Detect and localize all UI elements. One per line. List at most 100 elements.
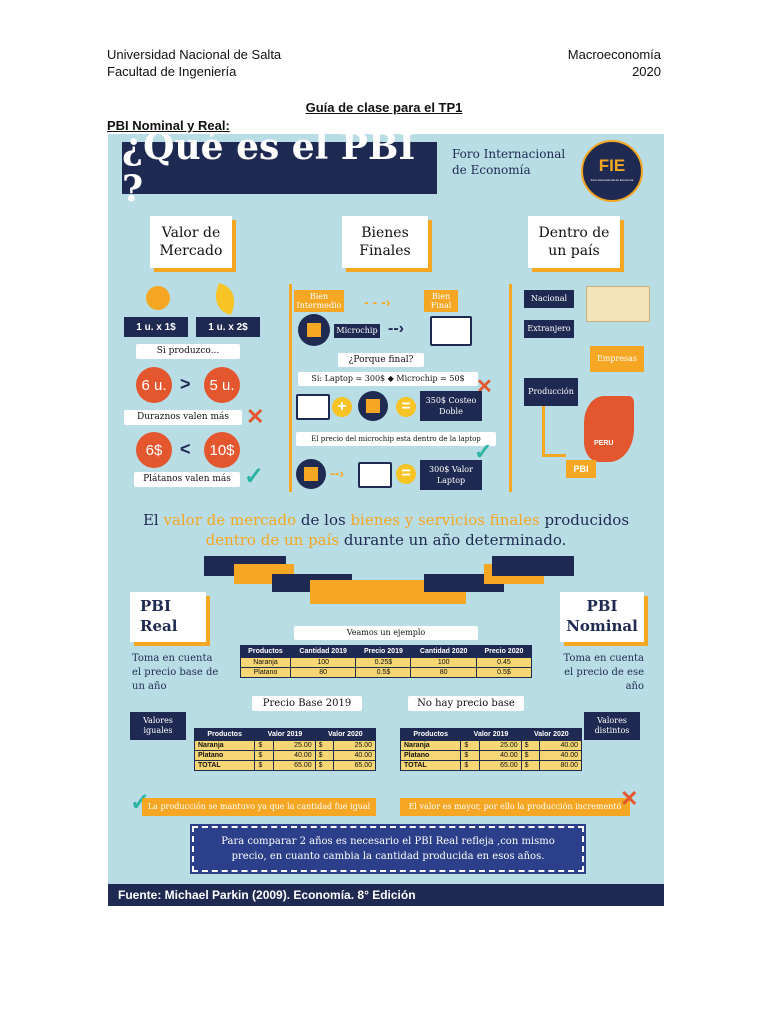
table-cell: 0.45 (475, 657, 533, 668)
table-cell: $ (254, 740, 274, 751)
university-name: Universidad Nacional de Salta (107, 47, 282, 62)
table-cell: 0.5$ (475, 667, 533, 678)
flow-line-2 (542, 454, 566, 457)
table-cell: 0.25$ (355, 657, 412, 668)
precio-dentro-laptop: El precio del microchip esta dentro de l… (296, 432, 496, 446)
table-cell: 100 (289, 657, 357, 668)
table-cell: Platano (193, 750, 256, 761)
table-cell: $ (254, 760, 274, 771)
main-title: ¿Qué es el PBI ? (122, 134, 437, 210)
laptop-icon (430, 316, 472, 346)
laptop-icon-2 (296, 394, 330, 420)
table-cell: Naranja (193, 740, 256, 751)
table-cell: 80.00 (539, 760, 582, 771)
valores-distintos-badge: Valores distintos (584, 712, 640, 740)
pbi-definition: El valor de mercado de los bienes y serv… (118, 510, 654, 550)
table-cell: $ (520, 760, 541, 771)
table-header-cell: Cantidad 2019 (289, 645, 357, 658)
nacional-label: Nacional (524, 290, 574, 308)
value-banana: 10$ (204, 432, 240, 468)
table-header-cell: Precio 2019 (355, 645, 412, 658)
subject-name: Macroeconomía (567, 47, 661, 62)
table-header-cell: Precio 2020 (475, 645, 533, 658)
table-cell: $ (314, 740, 335, 751)
laptop-icon-3 (358, 462, 392, 488)
table-header-cell: Valor 2020 (520, 728, 583, 741)
equals-icon: = (396, 397, 416, 417)
definition-text-3: producidos (539, 511, 630, 529)
bien-intermedio-label: Bien Intermedio (294, 290, 344, 312)
table-cell: Platano (399, 750, 462, 761)
table-cell: 40.00 (539, 750, 582, 761)
bien-final-label: Bien Final (424, 290, 458, 312)
pbi-nominal-card: PBI Nominal (560, 592, 644, 642)
check-icon-2: ✓ (474, 439, 493, 464)
qty-operator: > (180, 374, 191, 394)
table-cell: 40.00 (478, 750, 522, 761)
table-cell: TOTAL (193, 760, 256, 771)
qty-banana: 5 u. (204, 367, 240, 403)
empresas-label: Empresas (590, 346, 644, 372)
logo-subtext: Foro Internacional de Economía (590, 178, 634, 182)
table-header-cell: Valor 2020 (314, 728, 377, 741)
table-row: TOTAL$65.00$65.00 (193, 760, 376, 771)
peru-label: PERU (594, 440, 614, 447)
extranjero-label: Extranjero (524, 320, 574, 338)
valores-iguales-badge: Valores iguales (130, 712, 186, 740)
precio-base-2019: Precio Base 2019 (252, 696, 362, 711)
definition-text-2: de los (296, 511, 351, 529)
table-cell: $ (460, 750, 480, 761)
table-cell: 65.00 (333, 760, 376, 771)
guide-title: Guía de clase para el TP1 (305, 100, 463, 115)
fie-logo: FIE Foro Internacional de Economía (581, 140, 643, 202)
real-note: La producción se mantuvo ya que la canti… (142, 798, 376, 816)
price-peach: 1 u. x 1$ (124, 317, 188, 337)
microchip-icon-3 (296, 459, 326, 489)
table-header-cell: Cantidad 2020 (410, 645, 477, 658)
table-cell: $ (314, 760, 335, 771)
duraznos-valen-mas: Duraznos valen más (124, 410, 242, 425)
pbi-real-desc: Toma en cuenta el precio base de un año (132, 653, 219, 692)
microchip-icon-2 (358, 391, 388, 421)
buildings-icon (586, 286, 650, 322)
table-cell: 40.00 (272, 750, 316, 761)
arrow-right-icon-2: --› (330, 465, 344, 481)
definition-highlight-3: dentro de un país (205, 531, 340, 549)
table-cell: 40.00 (333, 750, 376, 761)
equals-icon-2: = (396, 464, 416, 484)
veamos-un-ejemplo: Veamos un ejemplo (294, 626, 478, 640)
banana-icon (210, 283, 240, 315)
table-cell: $ (460, 760, 480, 771)
table-row: Naranja$25.00$40.00 (399, 740, 582, 751)
table-cell: 0.5$ (355, 667, 412, 678)
valor-laptop: 300$ Valor Laptop (420, 460, 482, 490)
costeo-doble: 350$ Costeo Doble (420, 391, 482, 421)
table-header-cell: Valor 2019 (460, 728, 522, 741)
table-row: Platano$40.00$40.00 (399, 750, 582, 761)
table-cell: $ (314, 750, 335, 761)
peach-icon (146, 286, 170, 310)
ribbon-right (492, 556, 574, 576)
source-footer: Fuente: Michael Parkin (2009). Economía.… (108, 884, 664, 906)
arrow-right-icon: --› (388, 320, 404, 337)
table-cell: 25.00 (272, 740, 316, 751)
microchip-label: Microchip (334, 324, 380, 338)
table-row: Platano$40.00$40.00 (193, 750, 376, 761)
flow-line (542, 406, 545, 456)
table-row: Naranja$25.00$25.00 (193, 740, 376, 751)
microchip-icon (298, 314, 330, 346)
dentro-pais-card: Dentro de un país (528, 216, 620, 268)
year: 2020 (632, 64, 661, 79)
table-cell: 25.00 (333, 740, 376, 751)
separator-left (289, 284, 292, 492)
table-cell: 80 (289, 667, 357, 678)
definition-text-1: El (142, 511, 164, 529)
value-peach: 6$ (136, 432, 172, 468)
value-operator: < (180, 439, 191, 459)
table-header-cell: Productos (193, 728, 256, 741)
si-produzco: Si produzco... (136, 344, 240, 359)
table-cell: Naranja (399, 740, 462, 751)
